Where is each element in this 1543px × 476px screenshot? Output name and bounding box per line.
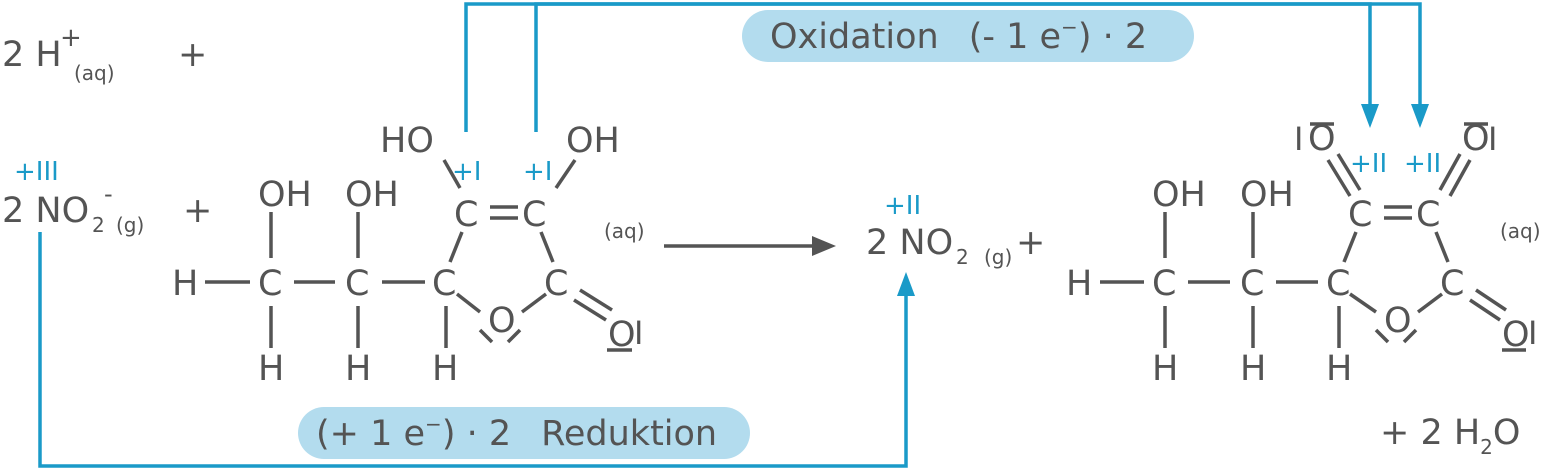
h-plus: 2 H [2,35,62,75]
reduction-arrowhead [897,272,915,296]
nitrite-ox-number: +III [14,157,59,187]
carbon-c4-product: C [1326,264,1350,304]
carbon-c5: C [345,264,369,304]
oh-group-2: OH [345,175,399,215]
hydrogen-left: H [172,264,198,304]
dehydroascorbic-state: (aq) [1500,219,1541,243]
carbon-c1: C [544,264,568,304]
nitrite-state: (g) [116,213,144,237]
ring-oxygen-product: O [1384,301,1412,341]
hydrogen-c5-product: H [1240,349,1266,389]
lone-pair-bar-right: I [1488,120,1497,158]
plus-sign-1: + [178,35,207,75]
carbon-c6: C [258,264,282,304]
carbon-c6-product: C [1152,264,1176,304]
carbon-c4: C [432,264,456,304]
plus-sign-2: + [183,191,212,231]
lone-pair-bar-left: I [1294,120,1303,158]
reaction-arrow [664,236,836,256]
carbon-c5-product: C [1240,264,1264,304]
oh-group-2-product: OH [1240,175,1294,215]
oxidation-label: Oxidation(- 1 e−) · 2 [770,15,1147,57]
oxidation-arrowhead-right [1411,104,1429,128]
carbon-c2: C [454,195,478,235]
nitrite-charge: - [104,180,113,208]
oh-group-right: OH [566,121,620,161]
nitrite: 2 NO [2,191,89,231]
carbon-c3-product: C [1416,195,1440,235]
hydrogen-c4-product: H [1326,349,1352,389]
ascorbic-acid: HO OH +I +I OH OH C C H C C C C O O I H … [172,121,645,389]
ascorbic-state: (aq) [604,219,645,243]
ho-group-left: HO [380,121,434,161]
h-plus-charge: + [60,23,82,53]
hydrogen-c4: H [432,349,458,389]
hydrogen-c6-product: H [1152,349,1178,389]
oh-group-1: OH [258,175,312,215]
no-state: (g) [984,245,1012,269]
lone-pair-bar-product: I [1528,314,1537,352]
plus-sign-3: + [1016,223,1045,263]
oxidation-arrowhead-left [1361,104,1379,128]
dehydroascorbic-acid: I O O I +II +II OH OH C C H C C C C O O … [1066,119,1541,389]
ring-oxygen: O [488,301,516,341]
no-ox-number: +II [884,191,921,221]
reduction-line [38,232,908,468]
carbon-c1-product: C [1440,264,1464,304]
ox-number-c3-product: +II [1404,149,1441,179]
reduction-label-bg [298,407,750,459]
ox-number-c2-product: +II [1350,149,1387,179]
ascorbic-bonds [205,159,632,352]
oxidation-line-inner [534,2,1372,132]
ox-number-c3: +I [523,157,552,187]
hydrogen-left-product: H [1066,264,1092,304]
lone-pair-bar: I [634,314,643,352]
nitrite-subscript: 2 [92,213,105,237]
oxidation-label-bg [742,10,1194,62]
dehydroascorbic-bonds [1100,153,1526,352]
carbon-c2-product: C [1348,195,1372,235]
hydrogen-c5: H [345,349,371,389]
nitric-oxide: 2 NO [866,223,953,263]
no-subscript: 2 [956,245,969,269]
h-plus-state: (aq) [74,61,115,85]
carbon-c3: C [522,195,546,235]
hydrogen-c6: H [258,349,284,389]
water: + 2 H2O [1380,413,1520,459]
oh-group-1-product: OH [1152,175,1206,215]
